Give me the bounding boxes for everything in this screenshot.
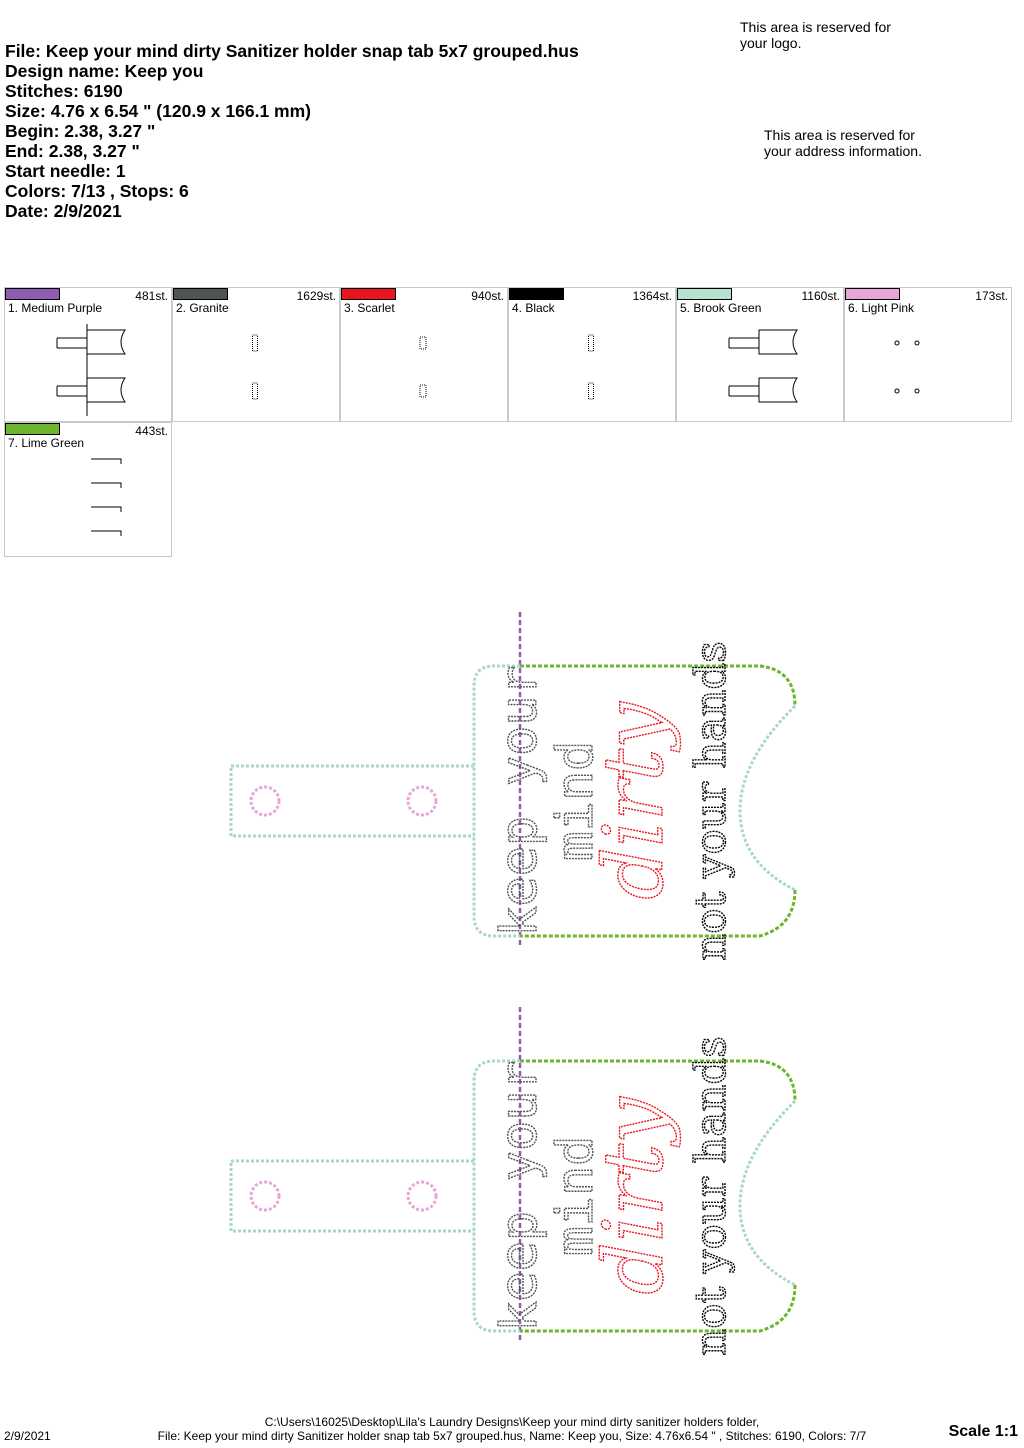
color-thumbnail <box>91 458 122 536</box>
color-name: 7. Lime Green <box>8 436 85 450</box>
color-swatch <box>5 423 60 435</box>
color-stitch-count: 173st. <box>975 289 1008 303</box>
color-stitch-count: 481st. <box>135 289 168 303</box>
color-thumbnail <box>419 336 427 398</box>
color-cell: 1364st. 4. Black <box>508 287 676 422</box>
color-stitch-count: 1160st. <box>801 289 840 303</box>
color-swatch <box>341 288 396 300</box>
start-needle: Start needle: 1 <box>5 161 126 181</box>
snap-circle <box>249 785 281 817</box>
text-not-your-hands: not your hands <box>686 1036 735 1356</box>
design-info: File: Keep your mind dirty Sanitizer hol… <box>5 41 579 221</box>
color-name: 3. Scarlet <box>344 301 395 315</box>
text-mind: mind <box>546 1136 604 1256</box>
text-mind: mind <box>546 741 604 861</box>
color-thumbnail <box>588 334 594 400</box>
text-keep-your: keep your <box>490 666 548 937</box>
end-point: End: 2.38, 3.27 " <box>5 141 140 161</box>
snap-circle <box>249 1180 281 1212</box>
stitch-count: Stitches: 6190 <box>5 81 123 101</box>
color-stitch-count: 443st. <box>135 424 168 438</box>
color-stitch-count: 1364st. <box>632 289 672 303</box>
logo-placeholder: This area is reserved for your logo. <box>740 19 891 51</box>
snap-circle <box>406 785 438 817</box>
scale-label: Scale 1:1 <box>948 1423 1018 1440</box>
color-name: 2. Granite <box>176 301 229 315</box>
text-keep-your: keep your <box>490 1061 548 1332</box>
color-cell: 481st. 1. Medium Purple <box>4 287 172 422</box>
text-not-your-hands: not your hands <box>686 641 735 961</box>
color-name: 4. Black <box>512 301 555 315</box>
holder-edge <box>520 664 797 938</box>
color-swatch <box>5 288 60 300</box>
text-dirty: dirty <box>587 1096 682 1295</box>
holder-outline <box>472 664 797 938</box>
color-cell: 1160st. 5. Brook Green <box>676 287 844 422</box>
begin-point: Begin: 2.38, 3.27 " <box>5 121 156 141</box>
color-cell: 940st. 3. Scarlet <box>340 287 508 422</box>
design-name: Design name: Keep you <box>5 61 204 81</box>
footer-date: 2/9/2021 <box>4 1429 51 1443</box>
color-swatch <box>173 288 228 300</box>
color-name: 1. Medium Purple <box>8 301 103 315</box>
color-cell: 173st. 6. Light Pink <box>844 287 1012 422</box>
color-swatch <box>845 288 900 300</box>
footer-file-line: File: Keep your mind dirty Sanitizer hol… <box>157 1429 867 1443</box>
color-cell: 443st. 7. Lime Green <box>4 422 172 557</box>
holder-edge <box>520 1059 797 1333</box>
address-placeholder: This area is reserved for your address i… <box>764 127 922 159</box>
footer-path: C:\Users\16025\Desktop\Lila's Laundry De… <box>264 1415 760 1429</box>
color-thumbnail <box>56 324 126 416</box>
snap-tab <box>229 1159 474 1233</box>
color-thumbnail <box>728 329 798 403</box>
color-stitch-count: 1629st. <box>296 289 336 303</box>
color-thumbnail <box>252 334 258 400</box>
text-dirty: dirty <box>587 701 682 900</box>
color-swatch <box>677 288 732 300</box>
design-size: Size: 4.76 x 6.54 " (120.9 x 166.1 mm) <box>5 101 311 121</box>
color-name: 6. Light Pink <box>848 301 915 315</box>
snap-tab <box>229 764 474 838</box>
color-name: 5. Brook Green <box>680 301 762 315</box>
color-cell: 1629st. 2. Granite <box>172 287 340 422</box>
color-stops: Colors: 7/13 , Stops: 6 <box>5 181 189 201</box>
file-name: File: Keep your mind dirty Sanitizer hol… <box>5 41 579 61</box>
color-stitch-count: 940st. <box>471 289 504 303</box>
holder-outline <box>472 1059 797 1333</box>
color-swatch <box>509 288 564 300</box>
color-thumbnail <box>894 340 920 394</box>
design-date: Date: 2/9/2021 <box>5 201 122 221</box>
snap-circle <box>406 1180 438 1212</box>
